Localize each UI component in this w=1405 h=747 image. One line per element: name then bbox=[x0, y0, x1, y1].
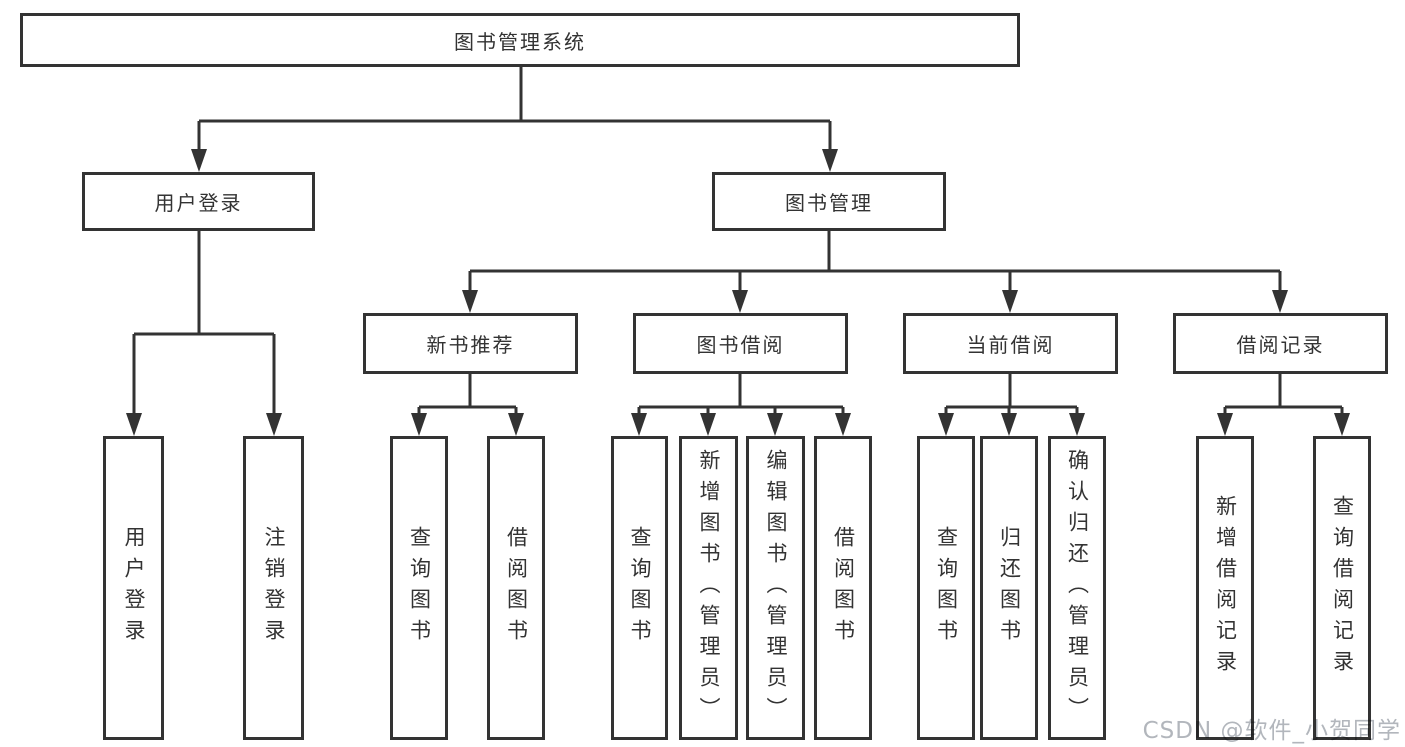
leaf-borrow-books-recommend: 借阅图书 bbox=[487, 436, 545, 740]
node-label: 图书借阅 bbox=[696, 333, 785, 357]
node-label: 图书管理系统 bbox=[454, 29, 586, 54]
leaf-user-login: 用户登录 bbox=[103, 436, 164, 740]
node-label: 查询图书 bbox=[628, 526, 652, 650]
node-label: 借阅记录 bbox=[1236, 333, 1325, 357]
leaf-query-books-borrowing: 查询图书 bbox=[611, 436, 668, 740]
node-label: 新增图书（管理员） bbox=[697, 448, 721, 728]
node-label: 查询借阅记录 bbox=[1330, 495, 1355, 681]
node-borrowing-records: 借阅记录 bbox=[1173, 313, 1388, 374]
leaf-edit-books-admin: 编辑图书（管理员） bbox=[746, 436, 805, 740]
csdn-watermark: CSDN @软件_小贺同学 bbox=[1142, 718, 1401, 744]
node-user-login: 用户登录 bbox=[82, 172, 315, 231]
node-new-book-recommendation: 新书推荐 bbox=[363, 313, 578, 374]
node-label: 编辑图书（管理员） bbox=[764, 448, 788, 728]
node-label: 新书推荐 bbox=[426, 333, 515, 357]
node-label: 确认归还（管理员） bbox=[1065, 448, 1090, 728]
leaf-return-books: 归还图书 bbox=[980, 436, 1038, 740]
node-current-borrowing: 当前借阅 bbox=[903, 313, 1118, 374]
leaf-query-books-current: 查询图书 bbox=[917, 436, 975, 740]
node-label: 当前借阅 bbox=[966, 333, 1055, 357]
node-label: 查询图书 bbox=[407, 526, 432, 650]
node-library-management-system: 图书管理系统 bbox=[20, 13, 1020, 67]
leaf-query-borrow-record: 查询借阅记录 bbox=[1313, 436, 1371, 740]
node-label: 借阅图书 bbox=[504, 526, 529, 650]
node-label: 借阅图书 bbox=[831, 526, 856, 650]
node-book-management: 图书管理 bbox=[712, 172, 946, 231]
node-label: 用户登录 bbox=[122, 526, 146, 650]
leaf-confirm-return-admin: 确认归还（管理员） bbox=[1048, 436, 1106, 740]
leaf-add-borrow-record: 新增借阅记录 bbox=[1196, 436, 1254, 740]
leaf-borrow-books: 借阅图书 bbox=[814, 436, 872, 740]
arrowheads bbox=[126, 149, 1350, 436]
node-label: 注销登录 bbox=[262, 526, 286, 650]
node-label: 用户登录 bbox=[154, 191, 243, 215]
node-label: 归还图书 bbox=[997, 526, 1022, 650]
leaf-add-books-admin: 新增图书（管理员） bbox=[679, 436, 738, 740]
leaf-logout: 注销登录 bbox=[243, 436, 304, 740]
node-label: 图书管理 bbox=[785, 191, 873, 215]
node-label: 新增借阅记录 bbox=[1213, 495, 1238, 681]
node-book-borrowing: 图书借阅 bbox=[633, 313, 848, 374]
leaf-query-books-recommend: 查询图书 bbox=[390, 436, 448, 740]
node-label: 查询图书 bbox=[934, 526, 959, 650]
